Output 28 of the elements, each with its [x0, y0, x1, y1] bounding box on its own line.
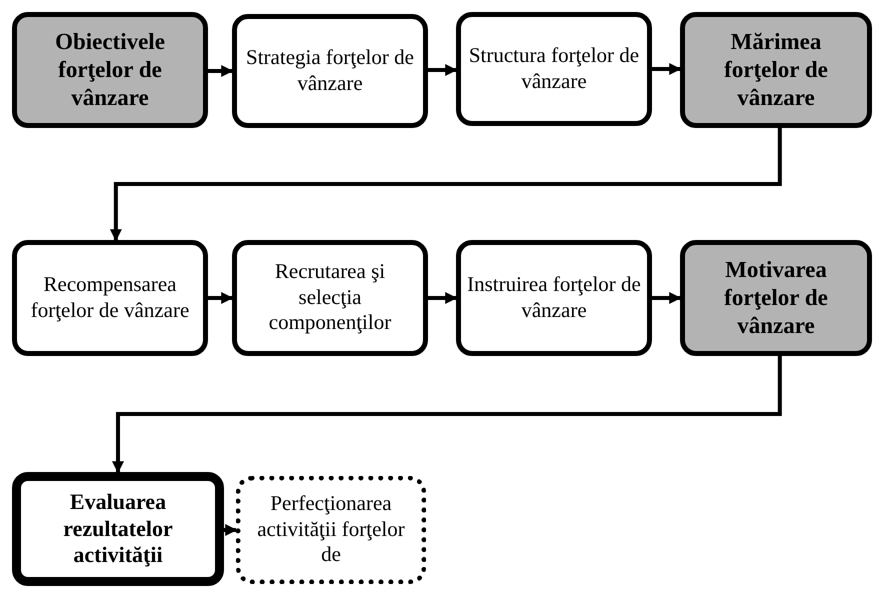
step-label: Instruirea forţelor de vânzare: [466, 272, 642, 324]
highlighted-step-box: [680, 12, 872, 128]
highlighted-step-box: [12, 12, 208, 128]
highlighted-step-box: [680, 240, 872, 356]
arrow: [652, 292, 682, 304]
process-box: [232, 14, 428, 128]
arrow: [652, 63, 682, 75]
arrow: [112, 356, 782, 474]
arrow: [224, 524, 238, 536]
step-label: Evaluarea rezultatelor activităţii: [62, 488, 174, 570]
step-label: Perfecţionarea activităţii forţelor de: [256, 491, 406, 568]
arrow: [208, 292, 234, 304]
step-label: Obiectivele forţelor de vânzare: [54, 28, 166, 112]
step-label: Motivarea forţelor de vânzare: [723, 256, 829, 340]
step-label: Mărimea forţelor de vânzare: [723, 28, 829, 112]
process-box: [232, 240, 428, 356]
step-label: Recompensarea forţelor de vânzare: [30, 272, 190, 324]
arrow: [428, 292, 458, 304]
arrow: [428, 64, 458, 76]
step-label: Structura forţelor de vânzare: [468, 43, 640, 95]
step-label: Recrutarea şi selecţia componenţilor: [268, 259, 392, 336]
process-box: [12, 240, 208, 356]
arrow: [110, 128, 782, 242]
step-label: Strategia forţelor de vânzare: [245, 45, 415, 97]
process-box: [456, 12, 652, 126]
process-box: [456, 240, 652, 356]
arrow: [208, 65, 234, 77]
process-box: [12, 472, 224, 586]
